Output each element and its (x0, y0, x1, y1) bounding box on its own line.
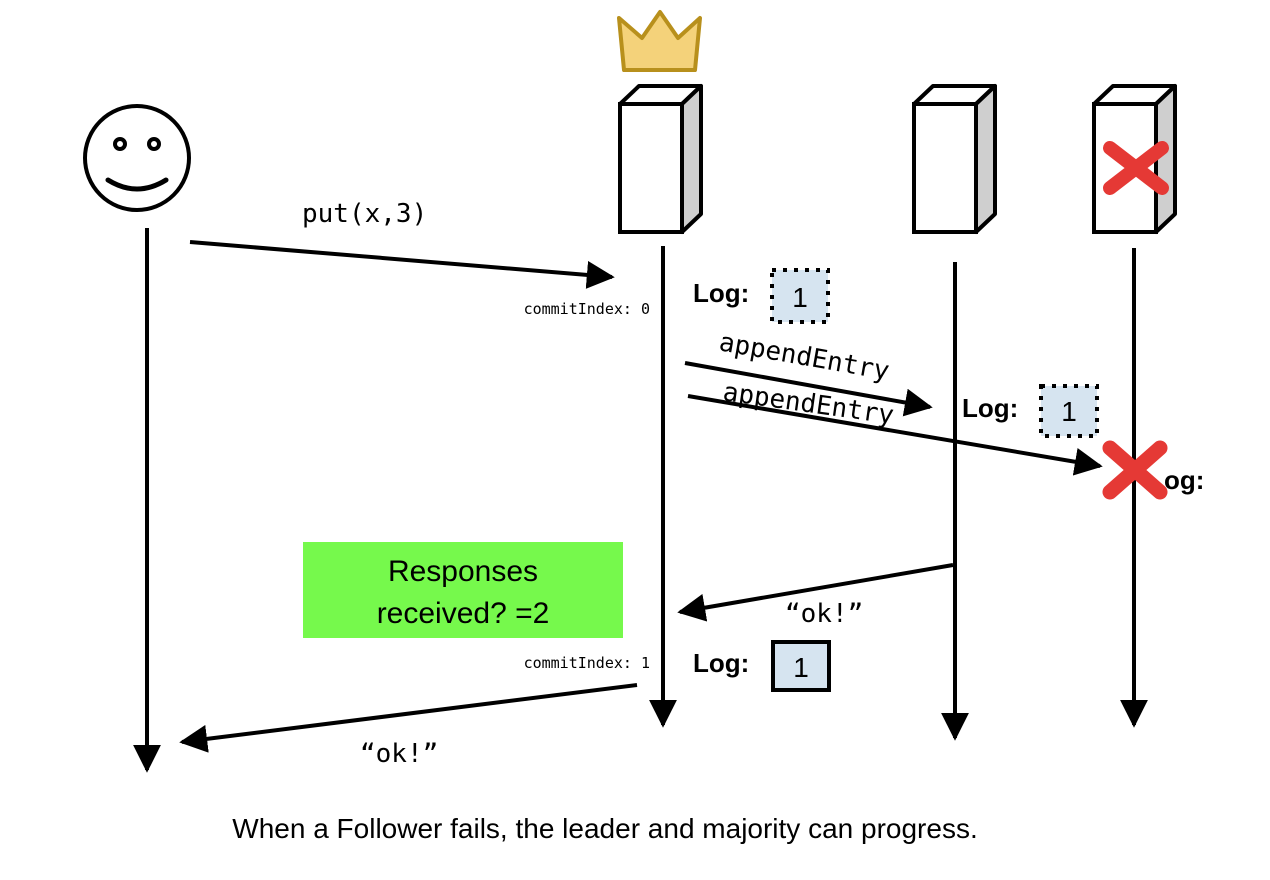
follower-log-entry-uncommitted (1039, 384, 1099, 438)
client-smiley-icon (83, 104, 191, 212)
leader-server-icon (618, 84, 703, 234)
client-reply-arrow (179, 683, 638, 753)
leader-log-label: Log: (693, 278, 749, 308)
commit-index-after: commitIndex: 1 (524, 654, 650, 672)
append-entry-label-1: appendEntry (717, 327, 892, 386)
append-entry-arrow-follower (684, 361, 933, 417)
client-reply-label: “ok!” (360, 739, 438, 769)
follower-log-entry-value: 1 (1061, 396, 1077, 427)
leader-log-label-committed: Log: (693, 648, 749, 678)
leader-log-entry-committed-value: 1 (793, 652, 809, 683)
message-lost-cross-icon (1102, 440, 1168, 500)
append-entry-arrow-failed (687, 394, 1103, 476)
commit-index-before: commitIndex: 0 (524, 300, 650, 318)
responses-status-line2: received? =2 (377, 597, 550, 630)
responses-status-line1: Responses (388, 555, 538, 588)
responses-status-box (303, 542, 623, 638)
server-failure-cross-icon (1103, 141, 1169, 195)
put-request-arrow (189, 240, 615, 289)
leader-log-entry-committed (771, 640, 831, 692)
figure-caption: When a Follower fails, the leader and ma… (232, 813, 977, 844)
put-request-label: put(x,3) (302, 199, 427, 229)
leader-crown-icon (617, 10, 702, 72)
follower-reply-arrow (677, 563, 954, 622)
failed-follower-log-label: og: (1164, 465, 1204, 495)
follower-reply-label: “ok!” (785, 599, 863, 629)
follower-server-icon (912, 84, 997, 234)
follower-log-label: Log: (962, 393, 1018, 423)
leader-log-entry-uncommitted (770, 268, 830, 324)
leader-log-entry-value: 1 (792, 282, 808, 313)
